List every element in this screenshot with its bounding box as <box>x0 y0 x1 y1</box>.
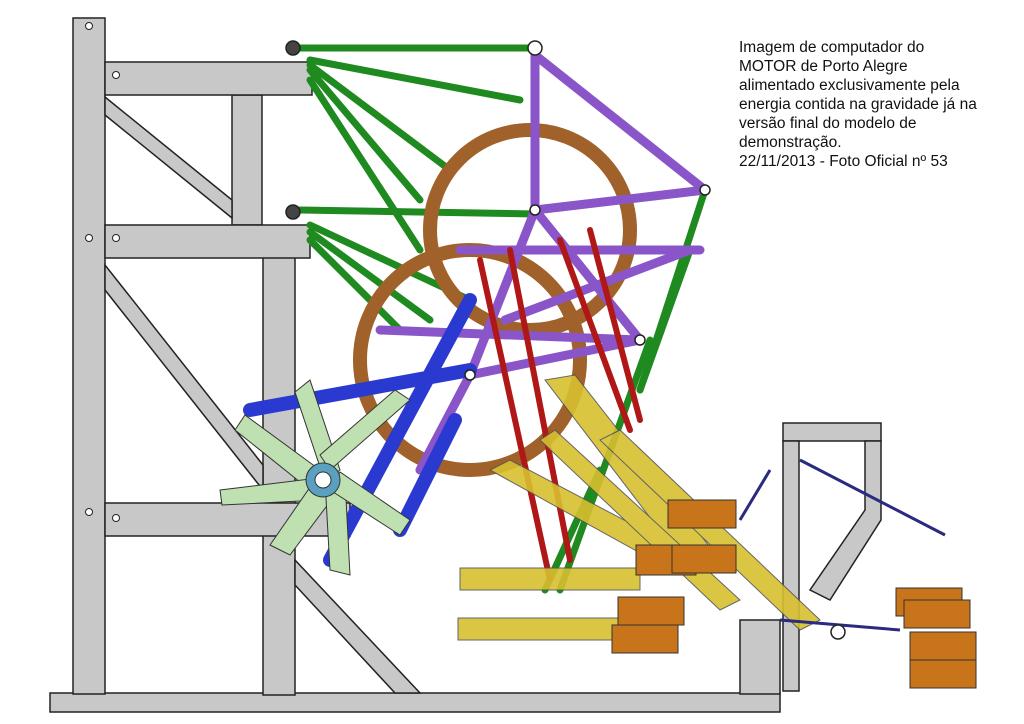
orange-weights <box>611 499 977 689</box>
frame-bolts <box>85 22 120 522</box>
caption-text: Imagem de computador do MOTOR de Porto A… <box>739 38 1024 171</box>
caption-line: energia contida na gravidade já na <box>739 96 977 113</box>
light-green-wheel <box>219 379 411 576</box>
pivot-bearings <box>285 40 846 640</box>
caption-line: demonstração. <box>739 134 842 151</box>
support-frame <box>49 17 882 713</box>
blue-arms <box>243 293 477 567</box>
caption-date-line: 22/11/2013 - Foto Oficial nº 53 <box>739 153 948 170</box>
caption-line: MOTOR de Porto Alegre <box>739 58 908 75</box>
purple-links <box>375 45 710 475</box>
caption-line: alimentado exclusivamente pela <box>739 77 960 94</box>
caption-line: Imagem de computador do <box>739 39 925 56</box>
yellow-bars <box>457 374 821 641</box>
caption-line: versão final do modelo de <box>739 115 917 132</box>
